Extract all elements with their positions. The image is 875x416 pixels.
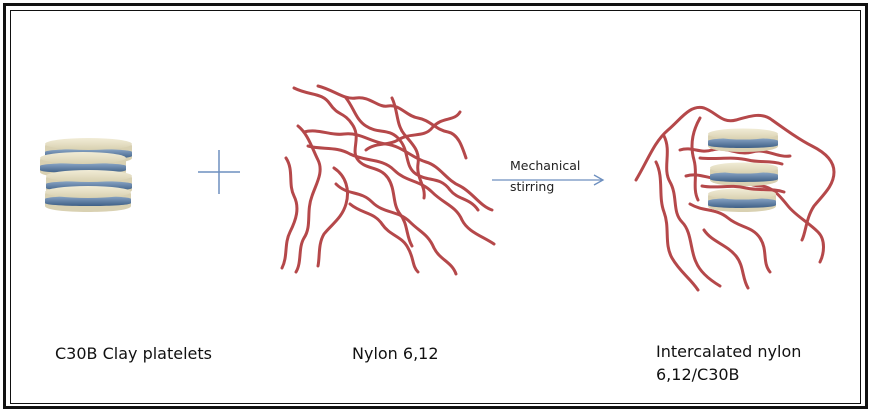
arrow-label-mechanical: Mechanical [510,158,580,174]
polymer-chain [308,146,494,244]
polymer-chain [318,168,348,266]
polymer-chain [656,162,698,290]
clay-platelet [45,186,131,212]
nylon-chains [282,86,494,274]
clay-platelet [708,189,776,213]
arrow-label-stirring: stirring [510,179,554,195]
label-nylon: Nylon 6,12 [352,344,439,364]
clay-platelet-stack [40,138,132,212]
label-intercalated-line1: Intercalated nylon [656,342,801,362]
polymer-chain [282,158,297,268]
clay-platelet [710,163,778,187]
intercalated-composite [636,107,834,290]
label-clay-platelets: C30B Clay platelets [55,344,212,364]
plus-icon [198,150,240,194]
polymer-chain [690,204,770,272]
label-intercalated-line2: 6,12/C30B [656,365,740,385]
polymer-chain [692,118,700,200]
clay-platelet [708,129,778,153]
